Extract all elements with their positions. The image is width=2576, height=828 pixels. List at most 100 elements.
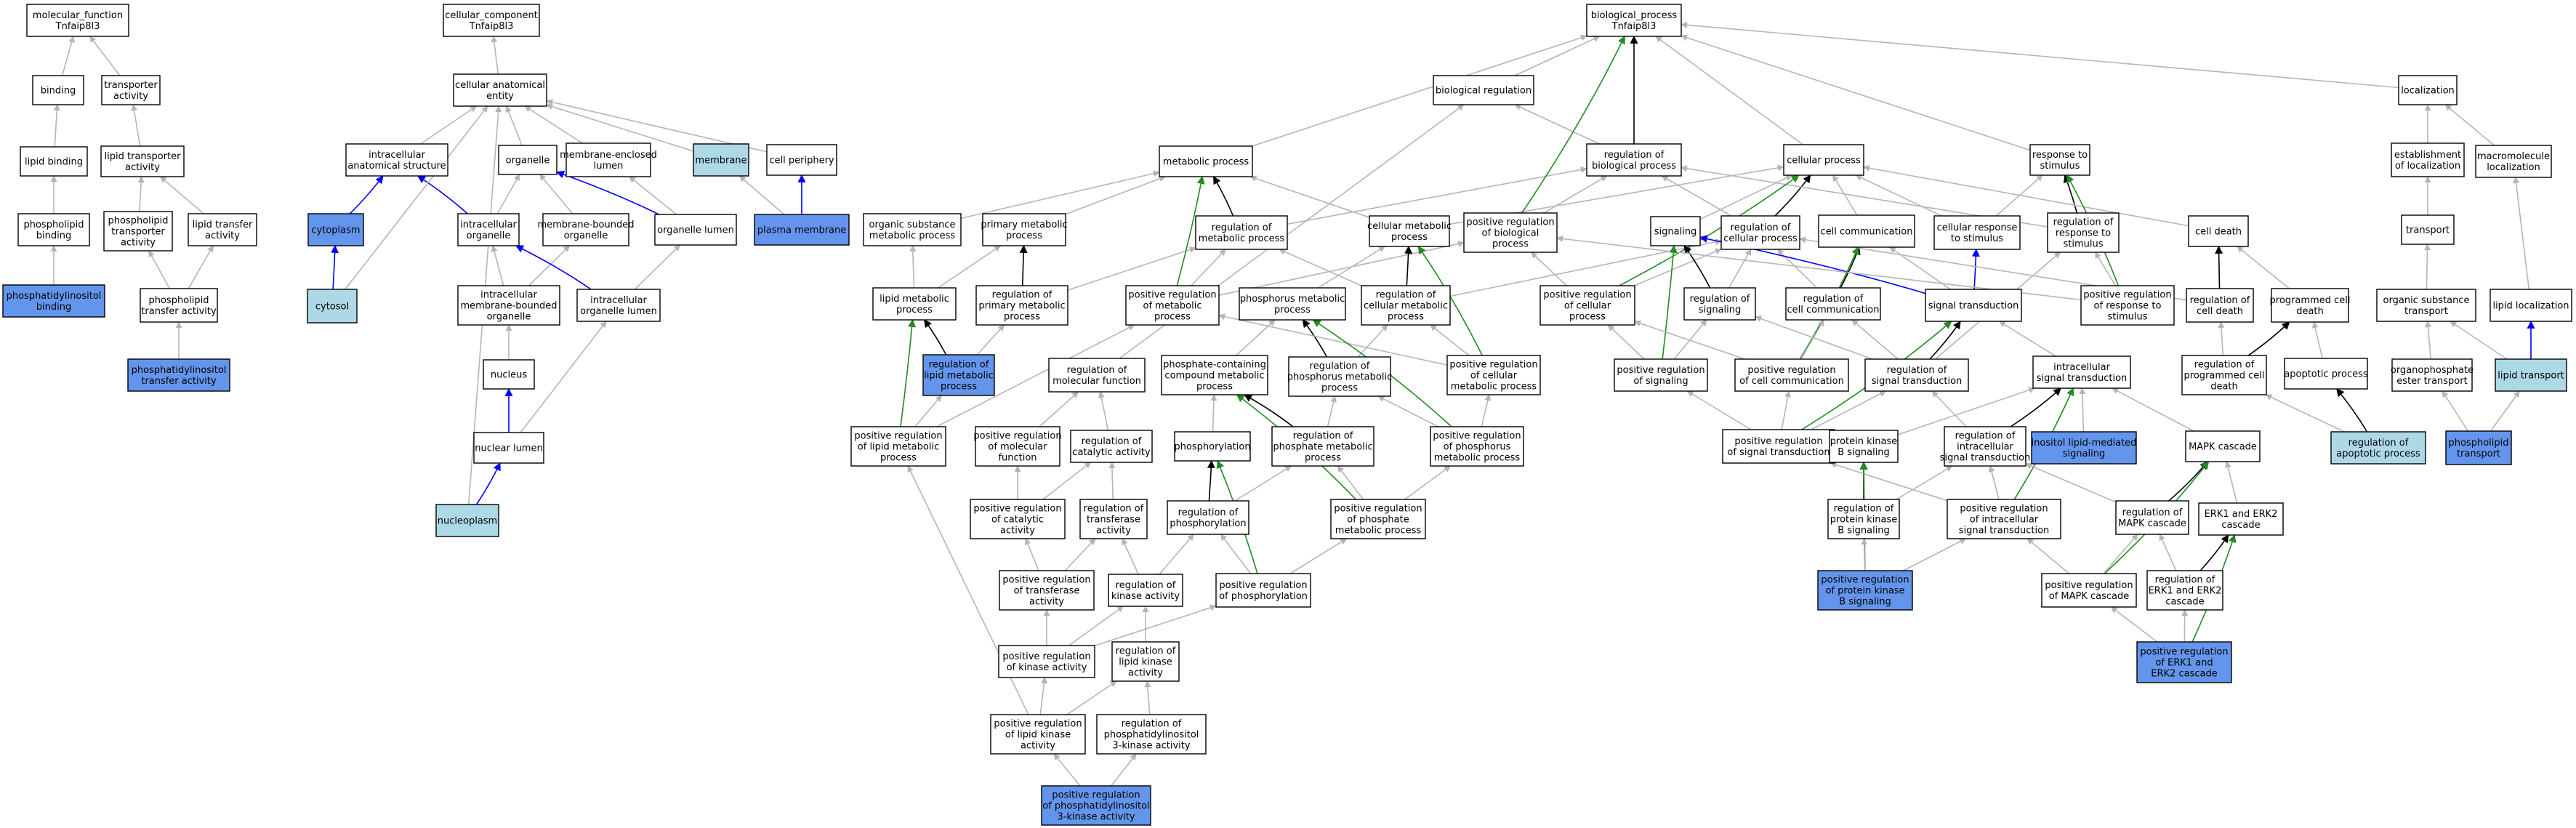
go-term-signaling[interactable]: signaling <box>1650 216 1701 246</box>
go-term-membrane[interactable]: membrane <box>693 143 749 177</box>
go-term-liptransport[interactable]: lipid transport <box>2495 358 2567 392</box>
go-term-liploc[interactable]: lipid localization <box>2490 289 2572 322</box>
go-term-transport[interactable]: transport <box>2401 214 2455 245</box>
go-term-pm[interactable]: plasma membrane <box>754 214 850 246</box>
go-term-metab[interactable]: metabolic process <box>1159 145 1253 177</box>
go-term-sigtrans[interactable]: signal transduction <box>1925 289 2022 322</box>
go-term-cellproc[interactable]: cellular process <box>1783 144 1864 176</box>
go-term-cellcomm[interactable]: cell communication <box>1818 214 1915 248</box>
go-term-binding[interactable]: binding <box>32 75 84 105</box>
go-term-bioreg[interactable]: biological regulation <box>1433 75 1534 105</box>
go-term-phosphorylation[interactable]: phosphorylation <box>1174 431 1251 462</box>
go-term-nucleus[interactable]: nucleus <box>483 359 535 390</box>
go-term-nucleoplasm[interactable]: nucleoplasm <box>435 504 499 537</box>
go-term-lipidbinding[interactable]: lipid binding <box>20 146 88 177</box>
go-term-celldeath[interactable]: cell death <box>2188 215 2249 247</box>
go-term-mapk[interactable]: MAPK cascade <box>2185 430 2261 462</box>
go-term-cytoplasm[interactable]: cytoplasm <box>307 213 364 246</box>
go-term-cytosol[interactable]: cytosol <box>307 289 358 323</box>
go-term-periphery[interactable]: cell periphery <box>766 144 837 176</box>
go-term-nuclumen[interactable]: nuclear lumen <box>473 432 544 464</box>
go-term-regpi3k[interactable]: regulation ofphosphatidylinositol3-kinas… <box>1096 714 1207 755</box>
go-term-orglumen[interactable]: organelle lumen <box>654 214 737 246</box>
